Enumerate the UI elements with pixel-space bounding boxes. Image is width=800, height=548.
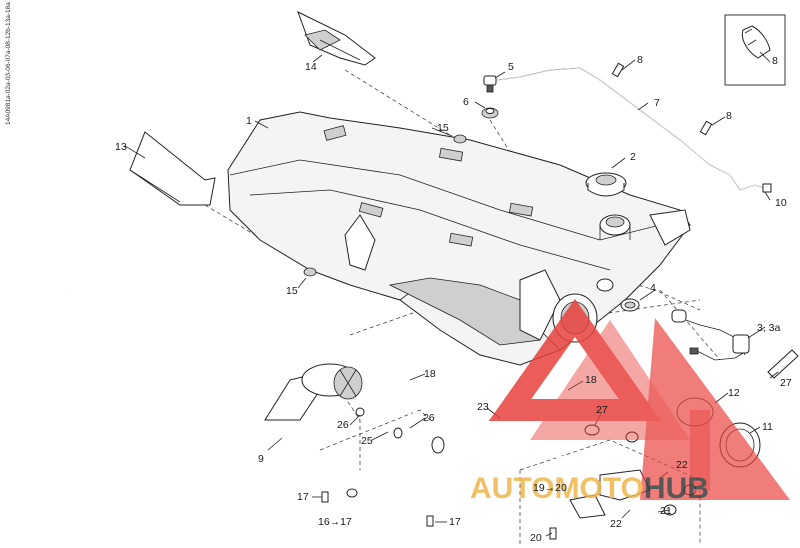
callout-19: 19→20 xyxy=(533,482,567,494)
callout-10: 10 xyxy=(775,197,787,209)
callout-6: 6 xyxy=(463,96,469,108)
side-panel xyxy=(129,131,216,206)
fuel-pump xyxy=(64,291,363,421)
callout-21: 21 xyxy=(660,505,672,517)
callout-1: 1 xyxy=(246,115,252,127)
callout-4: 4 xyxy=(650,282,656,294)
callout-22-a: 22 xyxy=(676,459,688,471)
watermark: AUTOMOTOHUB xyxy=(470,298,790,505)
inset-box xyxy=(724,14,786,86)
diagram-code: 14A0981a-02a-03-06-07a-08-12b-13a-18a xyxy=(5,2,12,125)
callout-8-b: 8 xyxy=(726,110,732,122)
callouts: 1 2 3, 3a 4 5 6 7 8 8 8 9 10 11 12 13 14… xyxy=(115,54,792,544)
callout-17-a: 17 xyxy=(297,491,309,503)
fuel-tank xyxy=(227,111,691,366)
level-sensor xyxy=(671,309,750,361)
callout-17-b: 17 xyxy=(449,516,461,528)
callout-15-a: 15 xyxy=(437,122,449,134)
callout-12: 12 xyxy=(728,387,740,399)
callout-8-c: 8 xyxy=(772,55,778,67)
watermark-brand: AUTOMOTOHUB xyxy=(470,472,709,505)
callout-20: 20 xyxy=(530,532,542,544)
callout-5: 5 xyxy=(508,61,514,73)
vent-hose xyxy=(496,62,772,193)
callout-16: 16→17 xyxy=(318,516,352,528)
callout-9: 9 xyxy=(258,453,264,465)
pump-nut xyxy=(620,298,640,312)
callout-18-b: 18 xyxy=(585,374,597,386)
top-bracket xyxy=(297,11,376,66)
callout-8-a: 8 xyxy=(637,54,643,66)
callout-25: 25 xyxy=(361,435,373,447)
callout-11: 11 xyxy=(762,421,773,433)
callout-3: 3, 3a xyxy=(757,322,781,334)
callout-15-b: 15 xyxy=(286,285,298,297)
callout-2: 2 xyxy=(630,151,636,163)
callout-7: 7 xyxy=(654,97,660,109)
brand-automoto: AUTOMOTO xyxy=(470,472,644,505)
hose-27 xyxy=(584,349,799,436)
callout-13: 13 xyxy=(115,141,127,153)
brand-hub: HUB xyxy=(644,472,709,505)
fuel-cap xyxy=(585,172,627,197)
callout-27-a: 27 xyxy=(596,404,608,416)
grommets xyxy=(303,134,467,277)
callout-26-a: 26 xyxy=(337,419,349,431)
callout-27-b: 27 xyxy=(780,377,792,389)
callout-26-b: 26 xyxy=(423,412,435,424)
callout-23: 23 xyxy=(477,401,489,413)
callout-18-a: 18 xyxy=(424,368,436,380)
callout-22-b: 22 xyxy=(610,518,622,530)
valve-parts xyxy=(481,75,499,119)
callout-14: 14 xyxy=(305,61,317,73)
